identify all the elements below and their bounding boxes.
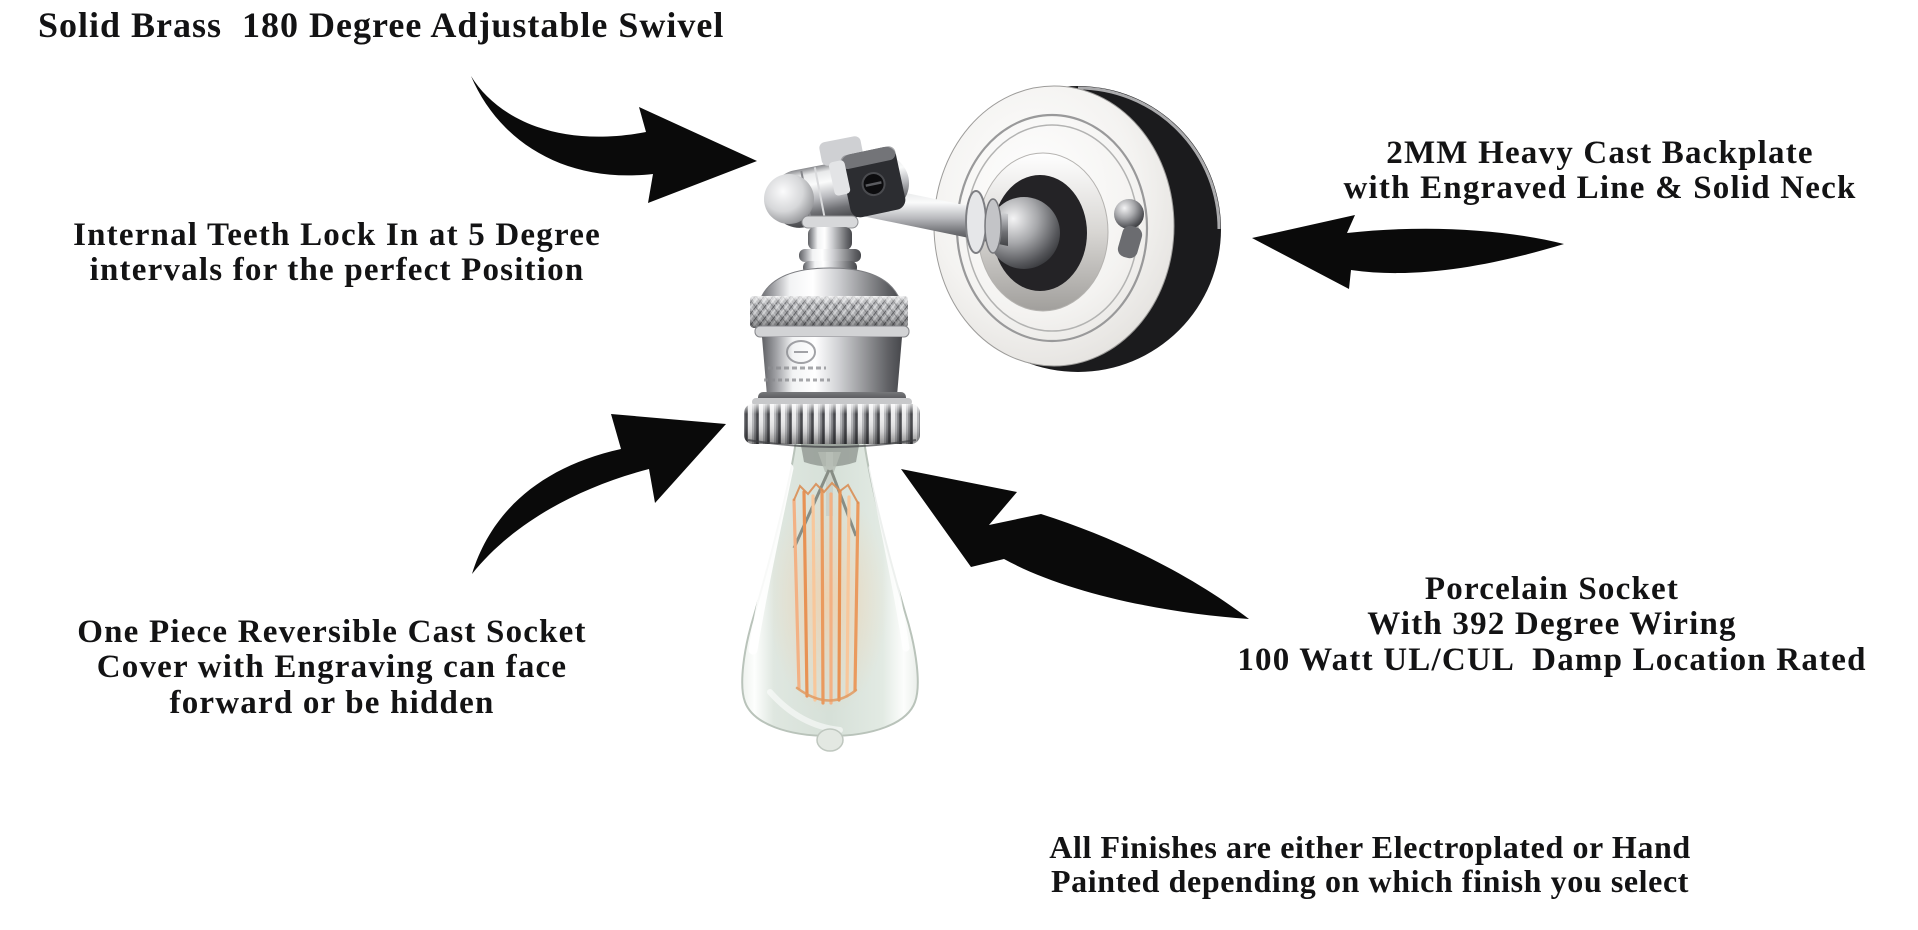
callout-arrows: [471, 76, 1564, 619]
callout-teeth-lock: Internal Teeth Lock In at 5 Degree inter…: [73, 217, 601, 289]
knurled-band: [750, 296, 908, 328]
bulb-tip: [816, 728, 844, 752]
arrow-porcelain-icon: [901, 469, 1249, 619]
arrow-socket-cover-icon: [472, 414, 726, 574]
neck-rings-graphic: [799, 215, 861, 274]
bulb-graphic: [741, 439, 919, 752]
callout-finishes: All Finishes are either Electroplated or…: [1049, 829, 1691, 900]
socket-graphic: [744, 267, 920, 448]
callout-socket-cover: One Piece Reversible Cast Socket Cover w…: [77, 614, 587, 721]
callout-swivel: Solid Brass 180 Degree Adjustable Swivel: [38, 5, 725, 45]
backplate-graphic: [933, 85, 1221, 372]
swivel-joint-graphic: [764, 136, 910, 228]
callout-porcelain-socket: Porcelain Socket With 392 Degree Wiring …: [1237, 571, 1867, 678]
ribbed-collar-graphic: [744, 398, 920, 448]
filament: [792, 481, 860, 705]
arrow-swivel-icon: [471, 76, 757, 203]
arrow-backplate-icon: [1252, 215, 1564, 289]
callout-backplate: 2MM Heavy Cast Backplate with Engraved L…: [1343, 135, 1857, 207]
socket-engraving: [764, 340, 830, 382]
